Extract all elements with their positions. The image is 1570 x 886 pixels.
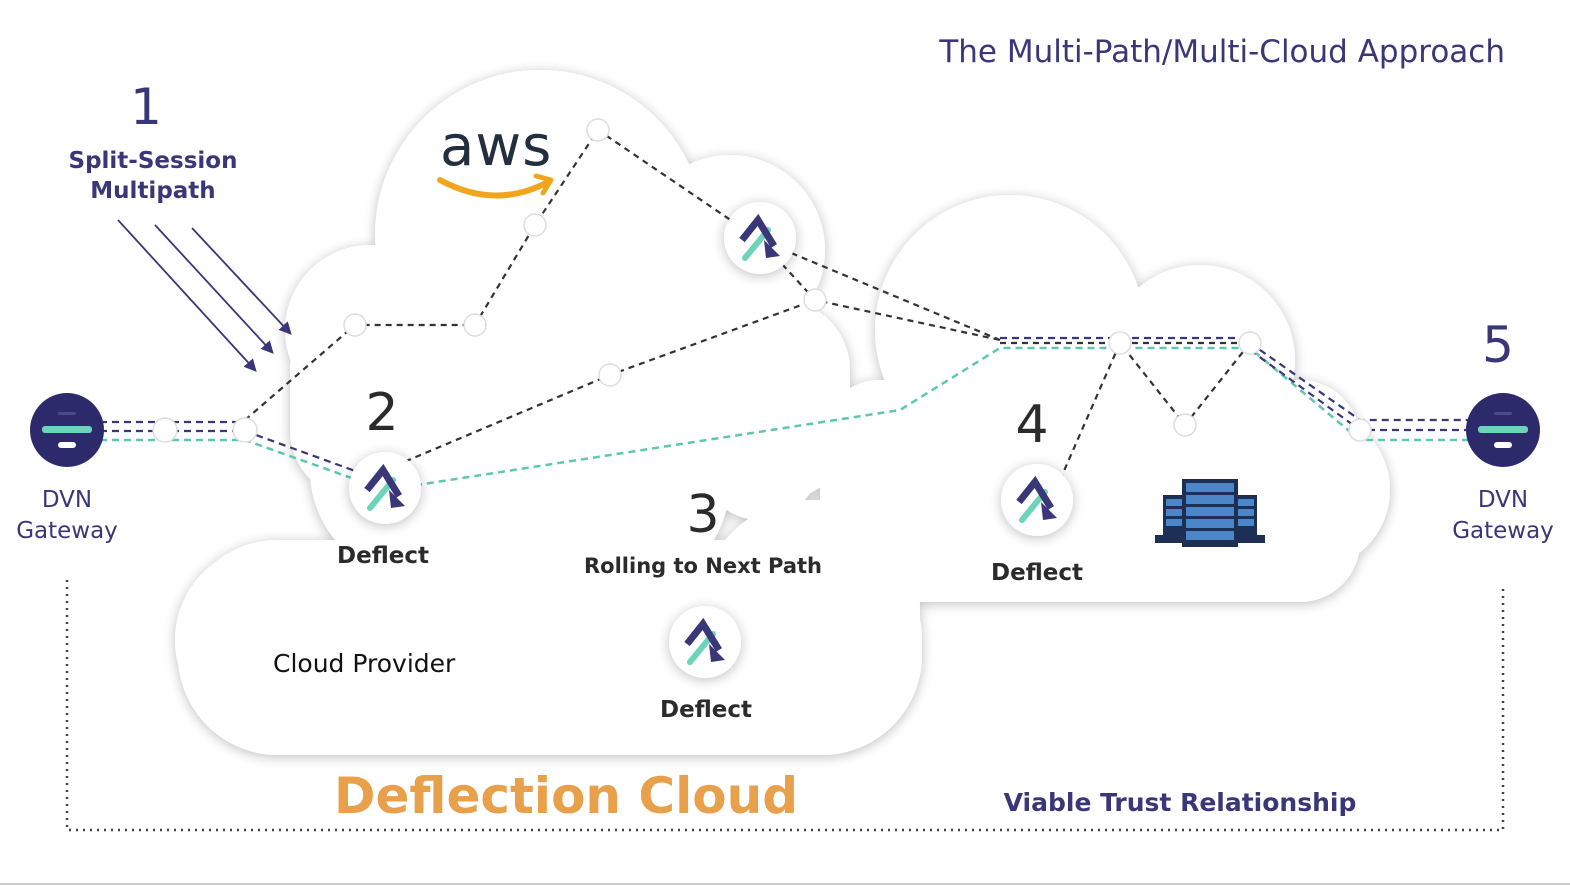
right-cloud: [820, 195, 1390, 602]
gateway-left-icon: [30, 393, 104, 467]
diagram-title: The Multi-Path/Multi-Cloud Approach: [938, 34, 1505, 70]
aws-logo: aws: [437, 114, 554, 199]
step-1-line1: Split-Session: [69, 148, 238, 174]
server-icon: [1155, 479, 1265, 547]
teal-path: [100, 346, 1470, 492]
split-session-arrows: [117, 219, 292, 372]
deflect-icon-3: [669, 606, 741, 678]
path-nodes: [152, 118, 1372, 443]
trust-bracket: [65, 580, 1505, 832]
gateway-left-line2: Gateway: [16, 518, 118, 544]
step-3-number: 3: [686, 485, 719, 545]
cloud-provider-label: Cloud Provider: [273, 649, 456, 678]
deflect-icon-2: [349, 452, 421, 524]
provider-cloud: [175, 360, 922, 755]
step-5-number: 5: [1482, 316, 1514, 374]
gateway-right-line2: Gateway: [1452, 518, 1554, 544]
deflection-cloud-label: Deflection Cloud: [334, 767, 798, 825]
step-2-number: 2: [365, 383, 398, 443]
step-3-label: Rolling to Next Path: [584, 554, 822, 578]
step-2-label: Deflect: [337, 543, 429, 569]
gateway-left-line1: DVN: [42, 487, 92, 513]
gateway-right-line1: DVN: [1478, 487, 1528, 513]
trust-label: Viable Trust Relationship: [1004, 788, 1357, 817]
step-1-line2: Multipath: [90, 178, 215, 204]
deflect-icon-4: [1001, 464, 1073, 536]
deflect-icon-top: [724, 202, 796, 274]
svg-text:aws: aws: [440, 114, 552, 179]
gateway-right-icon: [1466, 393, 1540, 467]
step-3-deflect-label: Deflect: [660, 697, 752, 723]
step-1-number: 1: [130, 78, 162, 136]
step-4-label: Deflect: [991, 560, 1083, 586]
step-4-number: 4: [1015, 395, 1048, 455]
